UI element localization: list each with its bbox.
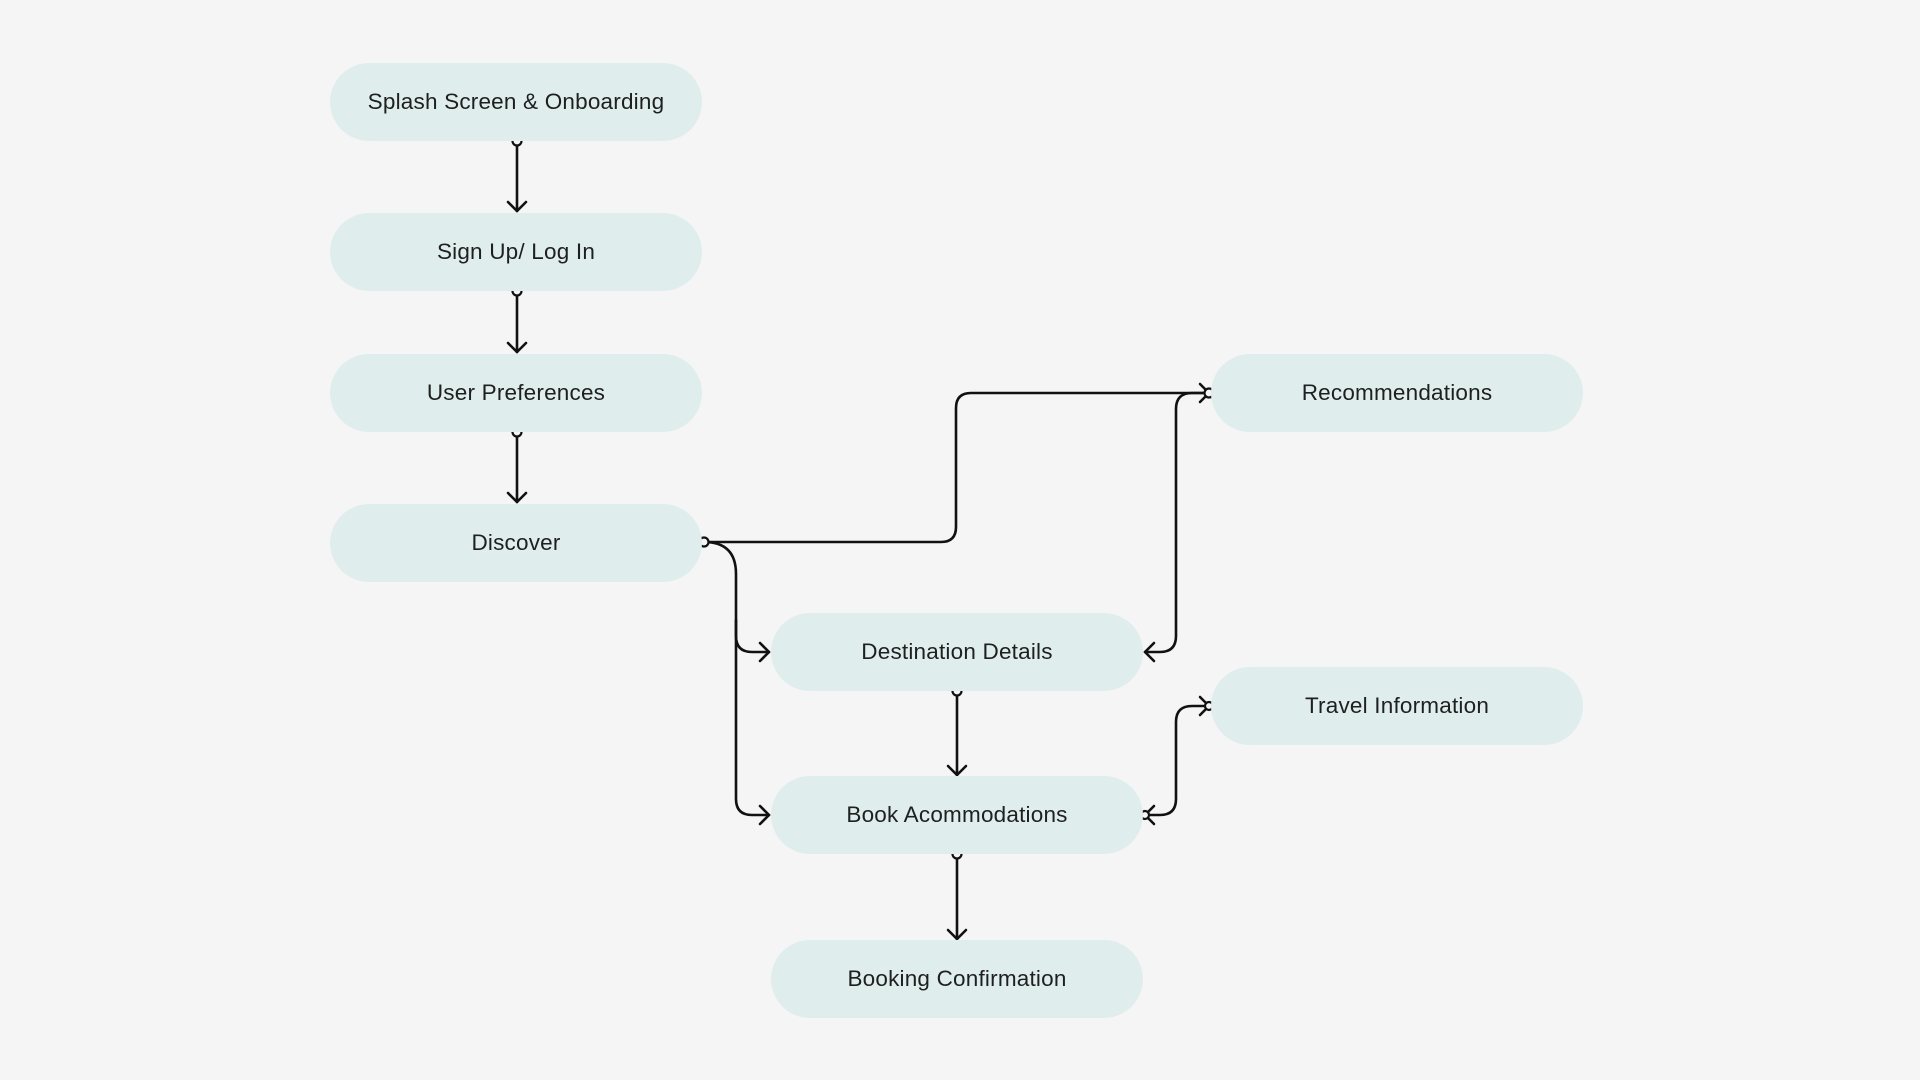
node-discover: Discover — [330, 504, 702, 582]
node-booking-confirmation: Booking Confirmation — [771, 940, 1143, 1018]
edge-book-travel-bidirectional — [1139, 695, 1215, 826]
edge-destination-to-book — [946, 685, 968, 777]
node-label: Splash Screen & Onboarding — [367, 89, 665, 114]
edge-discover-to-book — [698, 536, 771, 826]
edge-book-to-confirmation — [946, 848, 968, 941]
edge-preferences-to-discover — [506, 426, 528, 504]
node-label: Discover — [471, 530, 561, 555]
edge-discover-to-recommendations — [702, 382, 1211, 544]
node-destination-details: Destination Details — [771, 613, 1143, 691]
node-signup-login: Sign Up/ Log In — [330, 213, 702, 291]
node-label: User Preferences — [426, 380, 606, 405]
node-travel-information: Travel Information — [1211, 667, 1583, 745]
node-label: Booking Confirmation — [847, 966, 1067, 991]
node-label: Travel Information — [1304, 693, 1490, 718]
node-recommendations: Recommendations — [1211, 354, 1583, 432]
node-user-preferences: User Preferences — [330, 354, 702, 432]
node-label: Recommendations — [1301, 380, 1493, 405]
edge-signup-to-preferences — [506, 285, 528, 354]
edge-splash-to-signup — [506, 135, 528, 213]
edge-recommendations-to-destination — [1143, 387, 1215, 663]
node-label: Sign Up/ Log In — [436, 239, 596, 264]
node-book-accommodations: Book Acommodations — [771, 776, 1143, 854]
node-label: Book Acommodations — [846, 802, 1068, 827]
node-splash-onboarding: Splash Screen & Onboarding — [330, 63, 702, 141]
node-label: Destination Details — [861, 639, 1053, 664]
